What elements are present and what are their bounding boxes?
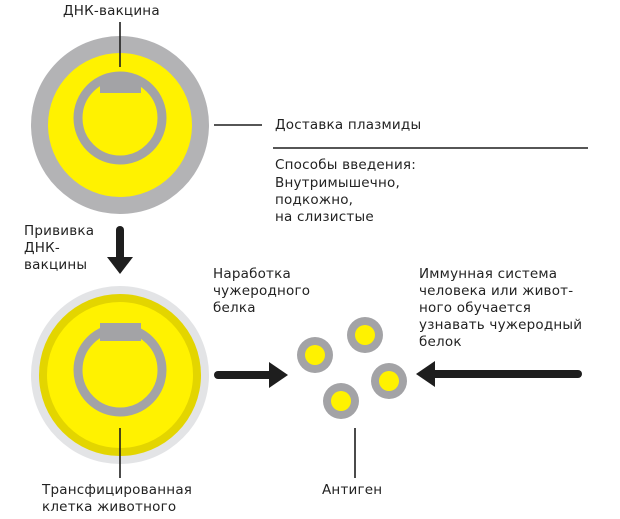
transfected-cell [31,286,209,464]
plasmid-gene-insert [100,323,141,341]
antigen-cluster [297,317,407,419]
dna-vaccine-particle [31,36,209,214]
routes-list: Внутримышечно, подкожно, на слизистые [275,175,400,225]
vaccination-label: Прививка ДНК- вакцины [24,223,95,273]
cell-cytoplasm-inner [47,302,193,448]
left-arrow-icon [416,361,582,387]
antigen-particle [371,363,407,399]
antigen-particle [347,317,383,353]
antigen-label: Антиген [322,482,383,498]
down-arrow-icon [107,226,133,274]
routes-title: Способы введения: [275,157,416,173]
plasmid-ring [73,71,167,165]
plasmid-gene-insert [100,77,141,93]
transfected-cell-label: Трансфицированная клетка животного [42,482,193,515]
foreign-protein-label: Наработка чужеродного белка [213,266,311,316]
antigen-particle [323,383,359,419]
antigen-particle [297,337,333,373]
plasmid-delivery-label: Доставка плазмиды [275,117,422,133]
dna-vaccine-label: ДНК-вакцина [63,3,160,19]
immune-system-label: Иммунная система человека или живот- ног… [419,266,583,350]
right-arrow-icon [214,362,288,388]
